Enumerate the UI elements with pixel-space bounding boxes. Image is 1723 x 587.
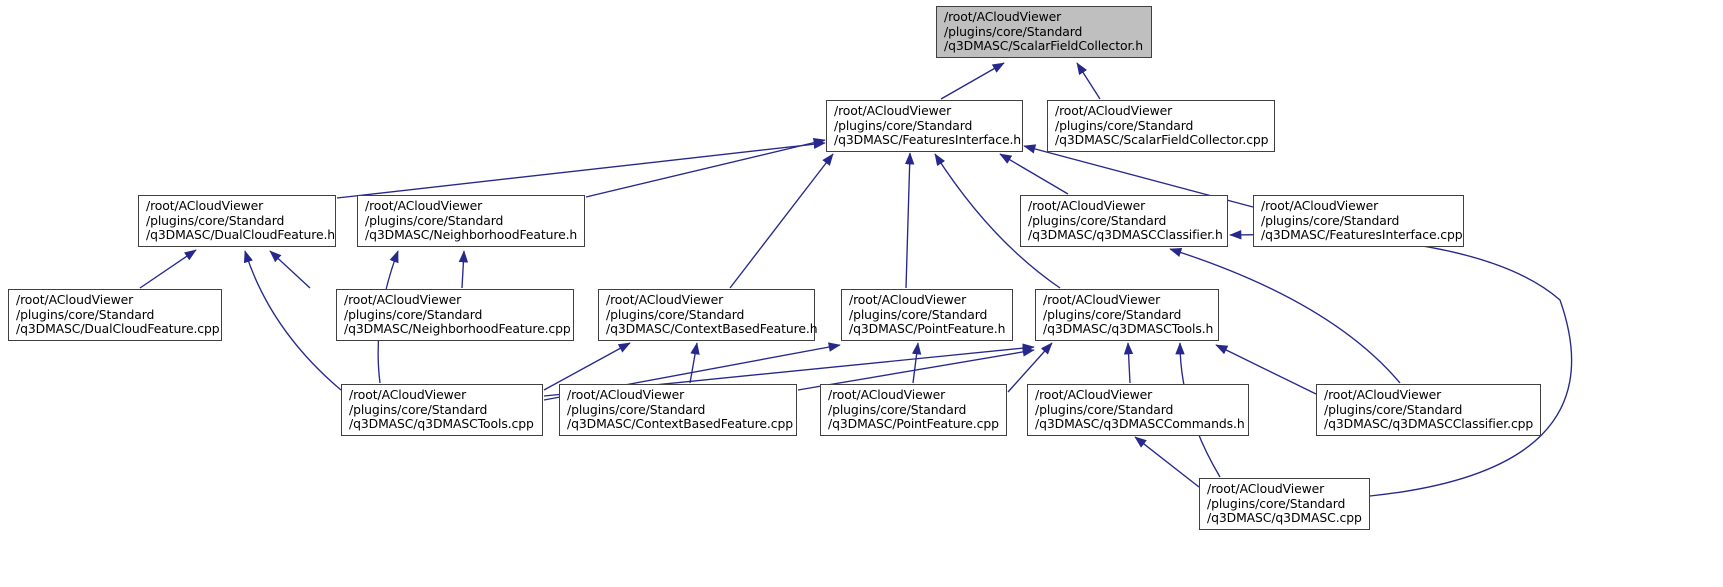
- graph-node-dualcloudfeature-cpp[interactable]: /root/ACloudViewer/plugins/core/Standard…: [8, 289, 222, 341]
- node-label-line: /root/ACloudViewer: [146, 198, 264, 214]
- node-label-line: /root/ACloudViewer: [1207, 481, 1325, 497]
- node-label-line: /plugins/core/Standard: [567, 401, 706, 417]
- node-label-line: /root/ACloudViewer: [606, 292, 724, 308]
- graph-node-contextbasedfeature-h[interactable]: /root/ACloudViewer/plugins/core/Standard…: [598, 289, 818, 341]
- node-label-line: /root/ACloudViewer: [944, 9, 1062, 25]
- node-label-line: /root/ACloudViewer: [1261, 198, 1379, 214]
- graph-node-contextbasedfeature-cpp[interactable]: /root/ACloudViewer/plugins/core/Standard…: [559, 384, 797, 436]
- node-label-line: /q3DMASC/q3DMASCClassifier.cpp: [1324, 416, 1534, 432]
- graph-node-q3dmasctools-h[interactable]: /root/ACloudViewer/plugins/core/Standard…: [1035, 289, 1219, 341]
- dependency-edge: [999, 153, 1069, 195]
- node-label-line: /plugins/core/Standard: [828, 401, 967, 417]
- dependency-edge: [1134, 436, 1200, 488]
- node-label-line: /q3DMASC/q3DMASCTools.h: [1043, 321, 1214, 337]
- dependency-edge: [543, 342, 631, 391]
- graph-node-neighborhoodfeature-h[interactable]: /root/ACloudViewer/plugins/core/Standard…: [357, 195, 585, 247]
- node-label-line: /q3DMASC/ContextBasedFeature.h: [606, 321, 818, 337]
- node-label-line: /q3DMASC/ScalarFieldCollector.h: [944, 38, 1143, 54]
- dependency-edge: [1123, 342, 1134, 384]
- node-label-line: /plugins/core/Standard: [834, 117, 973, 133]
- node-label-line: /root/ACloudViewer: [1035, 387, 1153, 403]
- graph-node-scalarfieldcollector-h[interactable]: /root/ACloudViewer/plugins/core/Standard…: [936, 6, 1152, 58]
- dependency-edge: [336, 139, 826, 199]
- node-label-line: /q3DMASC/q3DMASCCommands.h: [1035, 416, 1245, 432]
- node-label-line: /q3DMASC/ScalarFieldCollector.cpp: [1055, 132, 1269, 148]
- node-label-line: /root/ACloudViewer: [349, 387, 467, 403]
- node-label-line: /q3DMASC/NeighborhoodFeature.h: [365, 227, 578, 243]
- node-label-line: /root/ACloudViewer: [365, 198, 483, 214]
- dependency-edge: [269, 250, 311, 289]
- dependency-edge: [940, 62, 1005, 100]
- graph-node-pointfeature-cpp[interactable]: /root/ACloudViewer/plugins/core/Standard…: [820, 384, 1007, 436]
- graph-node-q3dmasctools-cpp[interactable]: /root/ACloudViewer/plugins/core/Standard…: [341, 384, 543, 436]
- node-label-line: /q3DMASC/PointFeature.cpp: [828, 416, 999, 432]
- node-label-line: /plugins/core/Standard: [944, 23, 1083, 39]
- dependency-edge: [729, 153, 834, 289]
- graph-node-pointfeature-h[interactable]: /root/ACloudViewer/plugins/core/Standard…: [841, 289, 1013, 341]
- node-label-line: /q3DMASC/PointFeature.h: [849, 321, 1006, 337]
- node-label-line: /plugins/core/Standard: [16, 306, 155, 322]
- dependency-edge: [1229, 230, 1573, 497]
- node-label-line: /plugins/core/Standard: [849, 306, 988, 322]
- graph-node-neighborhoodfeature-cpp[interactable]: /root/ACloudViewer/plugins/core/Standard…: [336, 289, 574, 341]
- node-label-line: /root/ACloudViewer: [828, 387, 946, 403]
- node-label-line: /plugins/core/Standard: [1324, 401, 1463, 417]
- node-label-line: /plugins/core/Standard: [1055, 117, 1194, 133]
- graph-node-q3dmasccommands-h[interactable]: /root/ACloudViewer/plugins/core/Standard…: [1027, 384, 1249, 436]
- node-label-line: /q3DMASC/DualCloudFeature.h: [146, 227, 336, 243]
- node-label-line: /root/ACloudViewer: [16, 292, 134, 308]
- node-label-line: /root/ACloudViewer: [1043, 292, 1161, 308]
- dependency-edge: [139, 249, 197, 289]
- node-label-line: /q3DMASC/q3DMASCTools.cpp: [349, 416, 534, 432]
- node-label-line: /q3DMASC/q3DMASCClassifier.h: [1028, 227, 1223, 243]
- dependency-edge: [689, 342, 700, 384]
- node-label-line: /root/ACloudViewer: [849, 292, 967, 308]
- graph-node-q3dmasc-cpp[interactable]: /root/ACloudViewer/plugins/core/Standard…: [1199, 478, 1370, 530]
- graph-node-q3dmascclassifier-h[interactable]: /root/ACloudViewer/plugins/core/Standard…: [1020, 195, 1228, 247]
- graph-node-featuresinterface-cpp[interactable]: /root/ACloudViewer/plugins/core/Standard…: [1253, 195, 1464, 247]
- node-label-line: /plugins/core/Standard: [344, 306, 483, 322]
- node-label-line: /plugins/core/Standard: [1043, 306, 1182, 322]
- node-label-line: /q3DMASC/q3DMASC.cpp: [1207, 510, 1362, 526]
- node-label-line: /root/ACloudViewer: [1324, 387, 1442, 403]
- node-label-line: /q3DMASC/ContextBasedFeature.cpp: [567, 416, 794, 432]
- graph-node-scalarfieldcollector-cpp[interactable]: /root/ACloudViewer/plugins/core/Standard…: [1047, 100, 1275, 152]
- node-label-line: /root/ACloudViewer: [567, 387, 685, 403]
- node-label-line: /q3DMASC/FeaturesInterface.cpp: [1261, 227, 1463, 243]
- node-label-line: /q3DMASC/DualCloudFeature.cpp: [16, 321, 220, 337]
- node-label-line: /root/ACloudViewer: [1055, 103, 1173, 119]
- node-label-line: /plugins/core/Standard: [606, 306, 745, 322]
- node-label-line: /root/ACloudViewer: [834, 103, 952, 119]
- node-label-line: /plugins/core/Standard: [1035, 401, 1174, 417]
- dependency-edge: [585, 138, 826, 198]
- dependency-edge: [243, 250, 342, 391]
- graph-node-dualcloudfeature-h[interactable]: /root/ACloudViewer/plugins/core/Standard…: [138, 195, 336, 247]
- node-label-line: /plugins/core/Standard: [365, 212, 504, 228]
- node-label-line: /plugins/core/Standard: [1028, 212, 1167, 228]
- dependency-edge: [458, 250, 469, 289]
- node-label-line: /plugins/core/Standard: [1261, 212, 1400, 228]
- node-label-line: /plugins/core/Standard: [1207, 495, 1346, 511]
- dependency-edge: [904, 152, 915, 289]
- graph-node-featuresinterface-h[interactable]: /root/ACloudViewer/plugins/core/Standard…: [826, 100, 1023, 152]
- node-label-line: /plugins/core/Standard: [146, 212, 285, 228]
- node-label-line: /plugins/core/Standard: [349, 401, 488, 417]
- graph-node-q3dmascclassifier-cpp[interactable]: /root/ACloudViewer/plugins/core/Standard…: [1316, 384, 1541, 436]
- dependency-edge: [1076, 62, 1101, 100]
- dependency-edge: [911, 342, 922, 384]
- node-label-line: /root/ACloudViewer: [344, 292, 462, 308]
- node-label-line: /q3DMASC/NeighborhoodFeature.cpp: [344, 321, 571, 337]
- node-label-line: /q3DMASC/FeaturesInterface.h: [834, 132, 1022, 148]
- node-label-line: /root/ACloudViewer: [1028, 198, 1146, 214]
